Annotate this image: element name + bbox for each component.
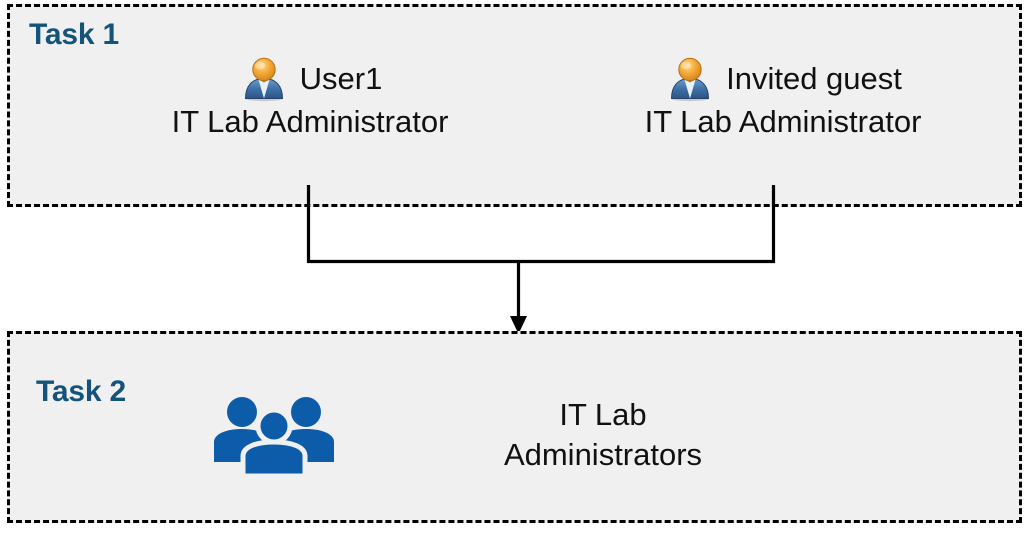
- task-2-container: [7, 331, 1022, 523]
- user-group-icon: [214, 397, 334, 478]
- single-user-icon: [244, 57, 283, 102]
- user-card-invited-guest-role: IT Lab Administrator: [644, 104, 922, 139]
- user-card-invited-guest: Invited guest IT Lab Administrator: [583, 56, 983, 142]
- group-name: IT Lab Administrators: [338, 395, 876, 476]
- user-card-user1-name: User1: [299, 60, 383, 96]
- group-name-line-2: Administrators: [503, 437, 703, 472]
- group-name-line-1: IT Lab: [559, 396, 647, 432]
- user-card-user1-role: IT Lab Administrator: [171, 104, 449, 139]
- task-1-heading: Task 1: [29, 18, 119, 51]
- task-1-container: [7, 4, 1022, 207]
- user-card-user1-header: User1: [110, 56, 510, 102]
- user-card-invited-guest-name: Invited guest: [726, 60, 902, 96]
- user-card-invited-guest-header: Invited guest: [583, 56, 983, 102]
- single-user-icon: [671, 57, 710, 102]
- user-card-user1: User1 IT Lab Administrator: [110, 56, 510, 142]
- group-card-it-lab-administrators: IT Lab Administrators: [196, 385, 876, 485]
- task-2-heading: Task 2: [36, 375, 126, 408]
